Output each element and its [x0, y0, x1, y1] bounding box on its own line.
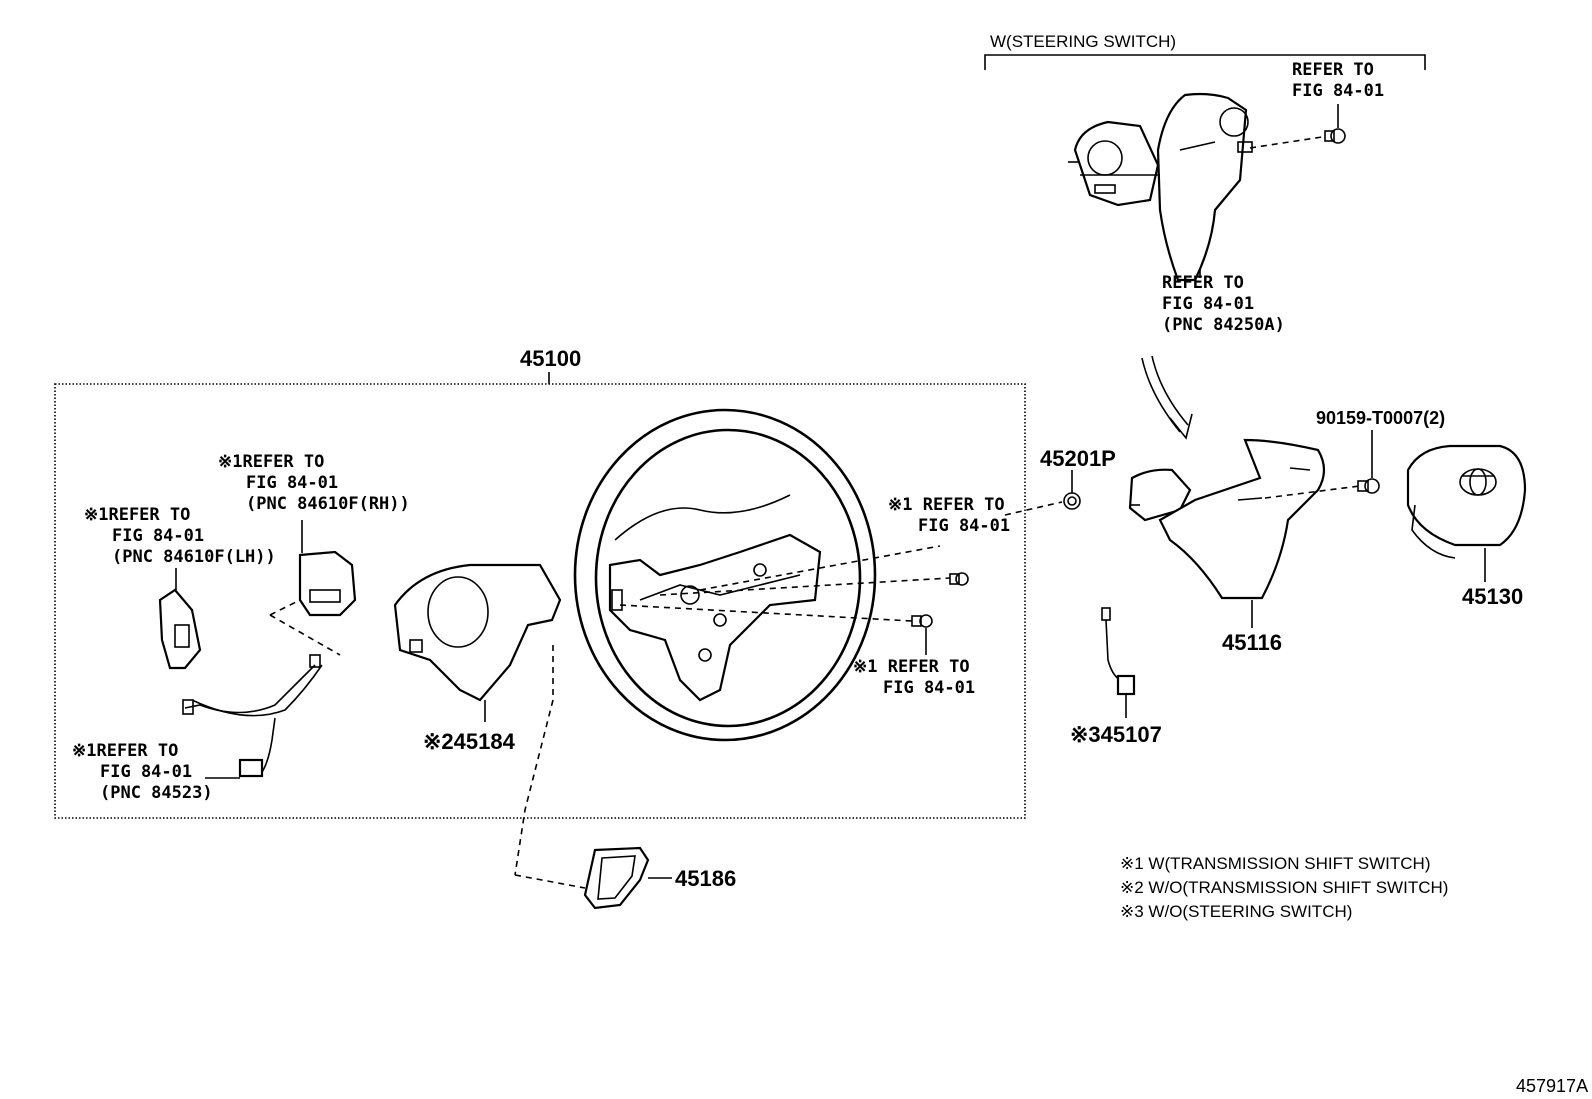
svg-text:※1REFER TO: ※1REFER TO [84, 505, 190, 525]
ref-top-right-1: REFER TO FIG 84-01 [1292, 60, 1384, 101]
steering-switch-assembly-drawing [1068, 92, 1346, 282]
svg-text:FIG 84-01: FIG 84-01 [1162, 294, 1254, 314]
assembly-arrow [1141, 355, 1193, 440]
steering-switch-bracket: W(STEERING SWITCH) [984, 32, 1426, 70]
svg-text:FIG 84-01: FIG 84-01 [883, 678, 975, 698]
legend-item-1: ※1 W(TRANSMISSION SHIFT SWITCH) [1120, 854, 1430, 873]
part-45186-label: 45186 [675, 866, 736, 891]
part-45201p-label: 45201P [1040, 446, 1116, 471]
part-90159-label: 90159-T0007(2) [1316, 408, 1445, 428]
part-45100-label: 45100 [520, 346, 581, 371]
svg-text:FIG 84-01: FIG 84-01 [112, 526, 204, 546]
steering-wheel-drawing [573, 408, 877, 742]
part-90159-drawing [1357, 430, 1380, 494]
steering-switch-group-label: W(STEERING SWITCH) [990, 32, 1176, 51]
part-45107-label: ※345107 [1070, 722, 1162, 747]
part-45130-drawing [1406, 444, 1527, 582]
part-45130-label: 45130 [1462, 584, 1523, 609]
svg-text:FIG 84-01: FIG 84-01 [100, 762, 192, 782]
screw-upper [659, 501, 1063, 596]
rh-switch-drawing [269, 520, 357, 656]
legend: ※1 W(TRANSMISSION SHIFT SWITCH) ※2 W/O(T… [1120, 854, 1448, 921]
ref-screw-upper: ※1 REFER TO FIG 84-01 [888, 495, 1010, 536]
svg-text:※1REFER TO: ※1REFER TO [72, 741, 178, 761]
part-45184-drawing [393, 563, 562, 876]
ref-wire: ※1REFER TO FIG 84-01 (PNC 84523) [72, 741, 213, 803]
legend-item-2: ※2 W/O(TRANSMISSION SHIFT SWITCH) [1120, 878, 1448, 897]
svg-text:※1REFER TO: ※1REFER TO [218, 452, 324, 472]
ref-lh-switch: ※1REFER TO FIG 84-01 (PNC 84610F(LH)) [84, 505, 276, 567]
part-45116-drawing [1128, 438, 1361, 628]
part-45201p-drawing [1063, 470, 1081, 510]
svg-text:FIG 84-01: FIG 84-01 [918, 516, 1010, 536]
svg-text:REFER TO: REFER TO [1162, 273, 1244, 293]
part-45184-label: ※245184 [423, 729, 516, 754]
figure-id: 457917A [1516, 1076, 1588, 1096]
part-45107-drawing [1101, 607, 1136, 718]
svg-text:※1 REFER TO: ※1 REFER TO [853, 657, 970, 677]
part-45186-drawing [514, 846, 672, 910]
part-45116-label: 45116 [1222, 630, 1282, 655]
legend-item-3: ※3 W/O(STEERING SWITCH) [1120, 902, 1352, 921]
svg-text:(PNC 84610F(RH)): (PNC 84610F(RH)) [246, 494, 410, 514]
svg-text:(PNC 84523): (PNC 84523) [100, 783, 213, 803]
svg-text:REFER TO: REFER TO [1292, 60, 1374, 80]
svg-text:FIG 84-01: FIG 84-01 [246, 473, 338, 493]
ref-screw-lower: ※1 REFER TO FIG 84-01 [853, 657, 975, 698]
wire-harness-drawing [182, 654, 323, 779]
ref-rh-switch: ※1REFER TO FIG 84-01 (PNC 84610F(RH)) [218, 452, 410, 514]
svg-text:※1 REFER TO: ※1 REFER TO [888, 495, 1005, 515]
ref-top-right-2: REFER TO FIG 84-01 (PNC 84250A) [1162, 273, 1285, 335]
svg-text:FIG 84-01: FIG 84-01 [1292, 81, 1384, 101]
part-45100-group-box [54, 383, 1026, 819]
lh-switch-drawing [158, 568, 202, 670]
svg-text:(PNC 84610F(LH)): (PNC 84610F(LH)) [112, 547, 276, 567]
svg-text:(PNC 84250A): (PNC 84250A) [1162, 315, 1285, 335]
screw-lower [619, 604, 933, 655]
